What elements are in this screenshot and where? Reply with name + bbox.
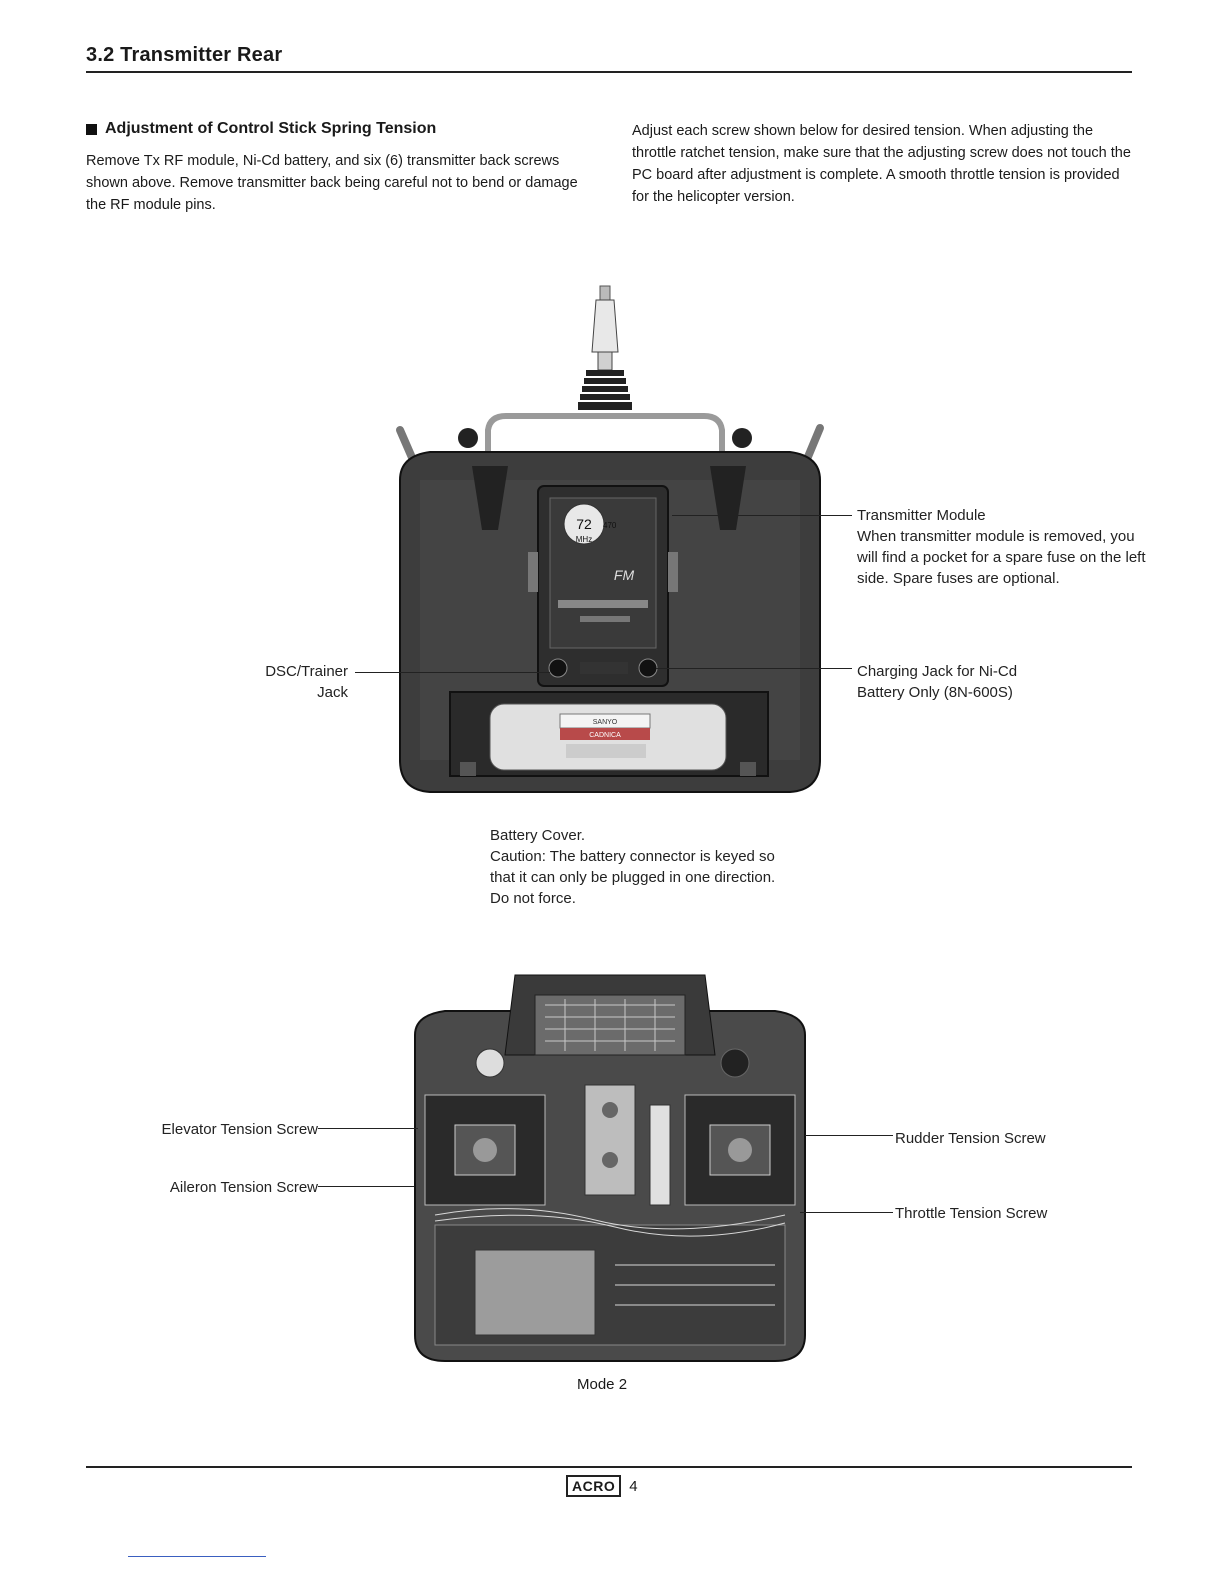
module-mode: FM	[614, 567, 635, 583]
transmitter-internal-illustration	[414, 974, 806, 1362]
transmitter-rear-illustration: 72 470 MHz FM SANYO CADNICA	[396, 285, 824, 793]
charging-jack-label: Charging Jack for Ni-Cd Battery Only (8N…	[857, 661, 1097, 703]
rudder-tension-label: Rudder Tension Screw	[895, 1130, 1046, 1147]
leader-throttle	[800, 1212, 893, 1213]
leader-dsc-trainer	[355, 672, 550, 673]
subsection-heading: Adjustment of Control Stick Spring Tensi…	[86, 120, 436, 138]
dsc-trainer-label: DSC/Trainer Jack	[230, 661, 348, 703]
aileron-tension-label: Aileron Tension Screw	[169, 1179, 318, 1196]
section-title: 3.2 Transmitter Rear	[86, 44, 283, 66]
acro-brand-mark: ACRO	[566, 1475, 622, 1497]
bullet-square-icon	[86, 123, 97, 135]
leader-elevator	[318, 1128, 418, 1129]
transmitter-module-note: When transmitter module is removed, you …	[857, 528, 1146, 587]
battery-type: CADNICA	[589, 732, 621, 739]
battery-cover-title: Battery Cover.	[490, 827, 586, 844]
header-rule	[86, 71, 1132, 73]
page-footer: ACRO 4	[566, 1475, 638, 1497]
page-number: 4	[629, 1477, 638, 1495]
module-unit: MHz	[576, 535, 592, 544]
module-frequency-sub: 470	[603, 521, 617, 530]
right-paragraph: Adjust each screw shown below for desire…	[632, 123, 1131, 205]
scan-artifact-line	[128, 1556, 266, 1557]
throttle-tension-label: Throttle Tension Screw	[895, 1205, 1048, 1222]
transmitter-module-title: Transmitter Module	[857, 507, 986, 524]
leader-transmitter-module	[672, 515, 852, 516]
footer-rule	[86, 1466, 1132, 1468]
charging-jack-line1: Charging Jack for Ni-Cd	[857, 663, 1018, 680]
battery-cover-note: Caution: The battery connector is keyed …	[490, 848, 776, 907]
battery-cover-label: Battery Cover. Caution: The battery conn…	[490, 825, 790, 909]
figure-caption: Mode 2	[577, 1376, 628, 1393]
leader-charging-jack	[656, 668, 852, 669]
left-paragraph: Remove Tx RF module, Ni-Cd battery, and …	[86, 153, 578, 213]
transmitter-module-label: Transmitter Module When transmitter modu…	[857, 505, 1147, 589]
leader-rudder	[805, 1135, 893, 1136]
battery-brand: SANYO	[593, 719, 618, 726]
dsc-trainer-line1: DSC/Trainer	[265, 663, 348, 680]
leader-aileron	[318, 1186, 414, 1187]
elevator-tension-label: Elevator Tension Screw	[161, 1121, 318, 1138]
module-frequency: 72	[576, 516, 592, 532]
dsc-trainer-line2: Jack	[317, 684, 348, 701]
subsection-heading-text: Adjustment of Control Stick Spring Tensi…	[105, 120, 437, 137]
charging-jack-line2: Battery Only (8N-600S)	[857, 684, 1013, 701]
